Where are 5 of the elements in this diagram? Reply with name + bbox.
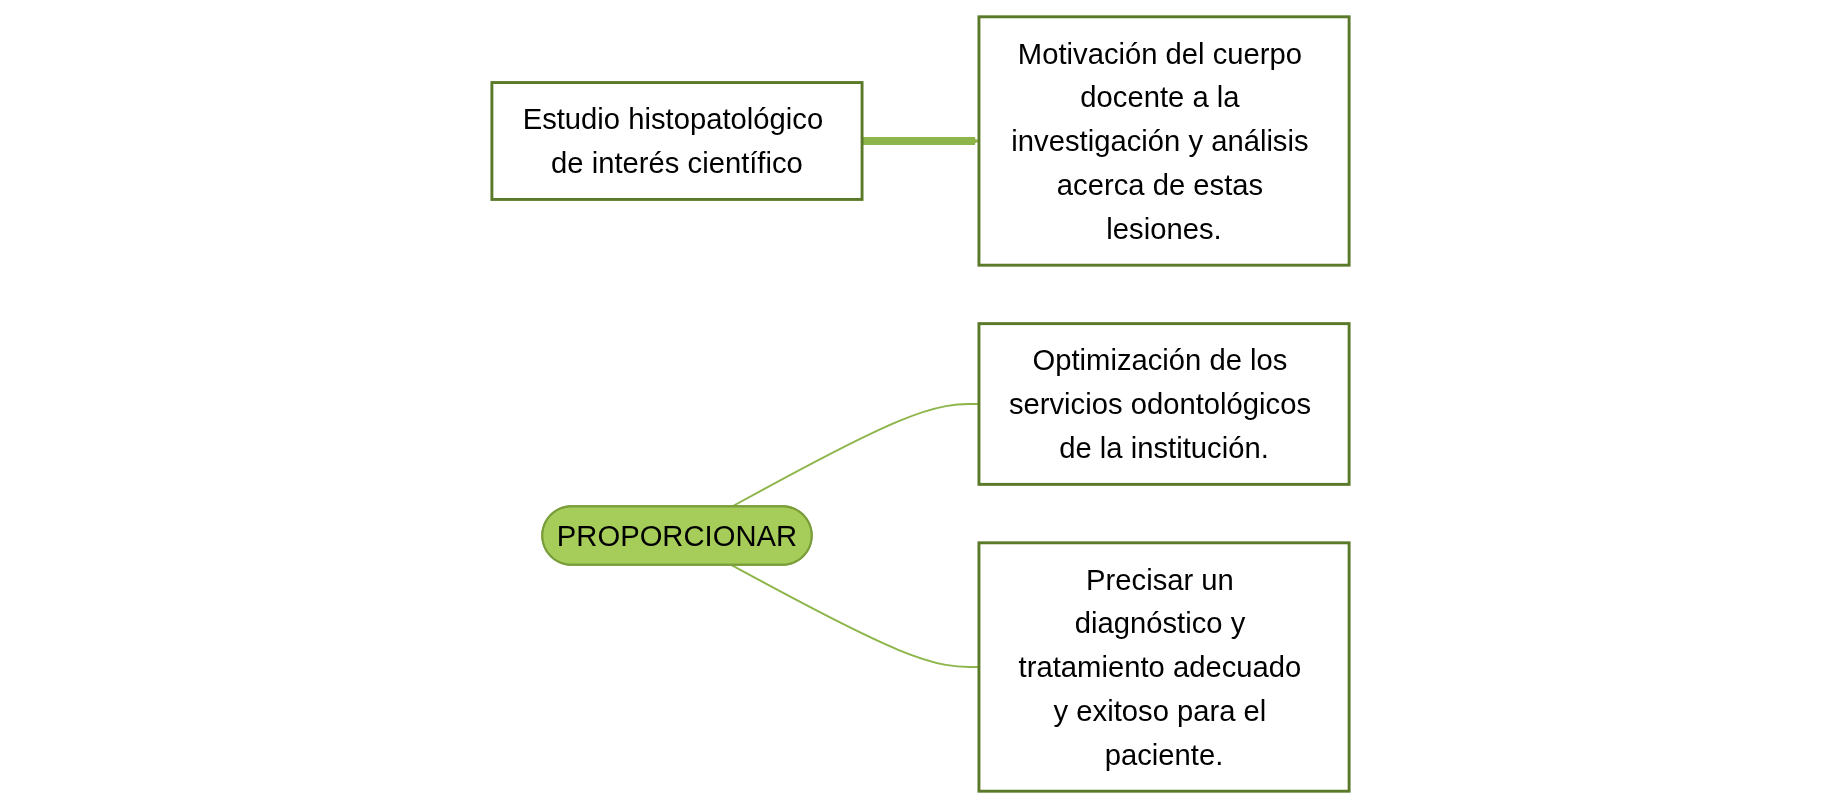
node-box: Precisar un diagnóstico y tratamiento adecuado y exitoso para el paciente. xyxy=(977,541,1351,793)
node-box: Optimización de los servicios odontológicos de la institución. xyxy=(977,322,1351,486)
arrow xyxy=(862,136,980,146)
node-box: Estudio histopatológico de interés científico xyxy=(490,81,864,201)
node-box: Motivación del cuerpo docente a la investigación y análisis acerca de estas lesiones. xyxy=(977,15,1351,267)
